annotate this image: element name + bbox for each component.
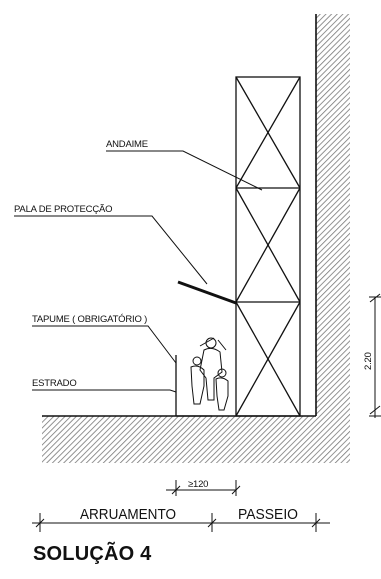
ground: [42, 415, 350, 463]
label-pala: PALA DE PROTECÇÃO: [14, 204, 112, 215]
label-arruamento: ARRUAMENTO: [80, 506, 176, 523]
page-title: SOLUÇÃO 4: [33, 543, 152, 565]
height-dimension-label: 2.20: [363, 352, 374, 370]
hoarding: [175, 355, 212, 417]
label-passeio: PASSEIO: [238, 506, 298, 523]
scaffold: [235, 76, 301, 417]
width-dimension: [166, 480, 241, 496]
height-dimension: [369, 293, 381, 418]
pedestrians-icon: [190, 337, 229, 411]
label-andaime: ANDAIME: [106, 139, 148, 150]
protection-canopy: [177, 280, 237, 305]
building-wall: [315, 14, 350, 416]
label-tapume: TAPUME ( OBRIGATÓRIO ): [32, 314, 147, 325]
label-estrado: ESTRADO: [32, 378, 77, 389]
leader-lines: [14, 150, 263, 393]
zone-dimension: [32, 513, 330, 532]
width-dimension-label: ≥120: [188, 479, 208, 490]
